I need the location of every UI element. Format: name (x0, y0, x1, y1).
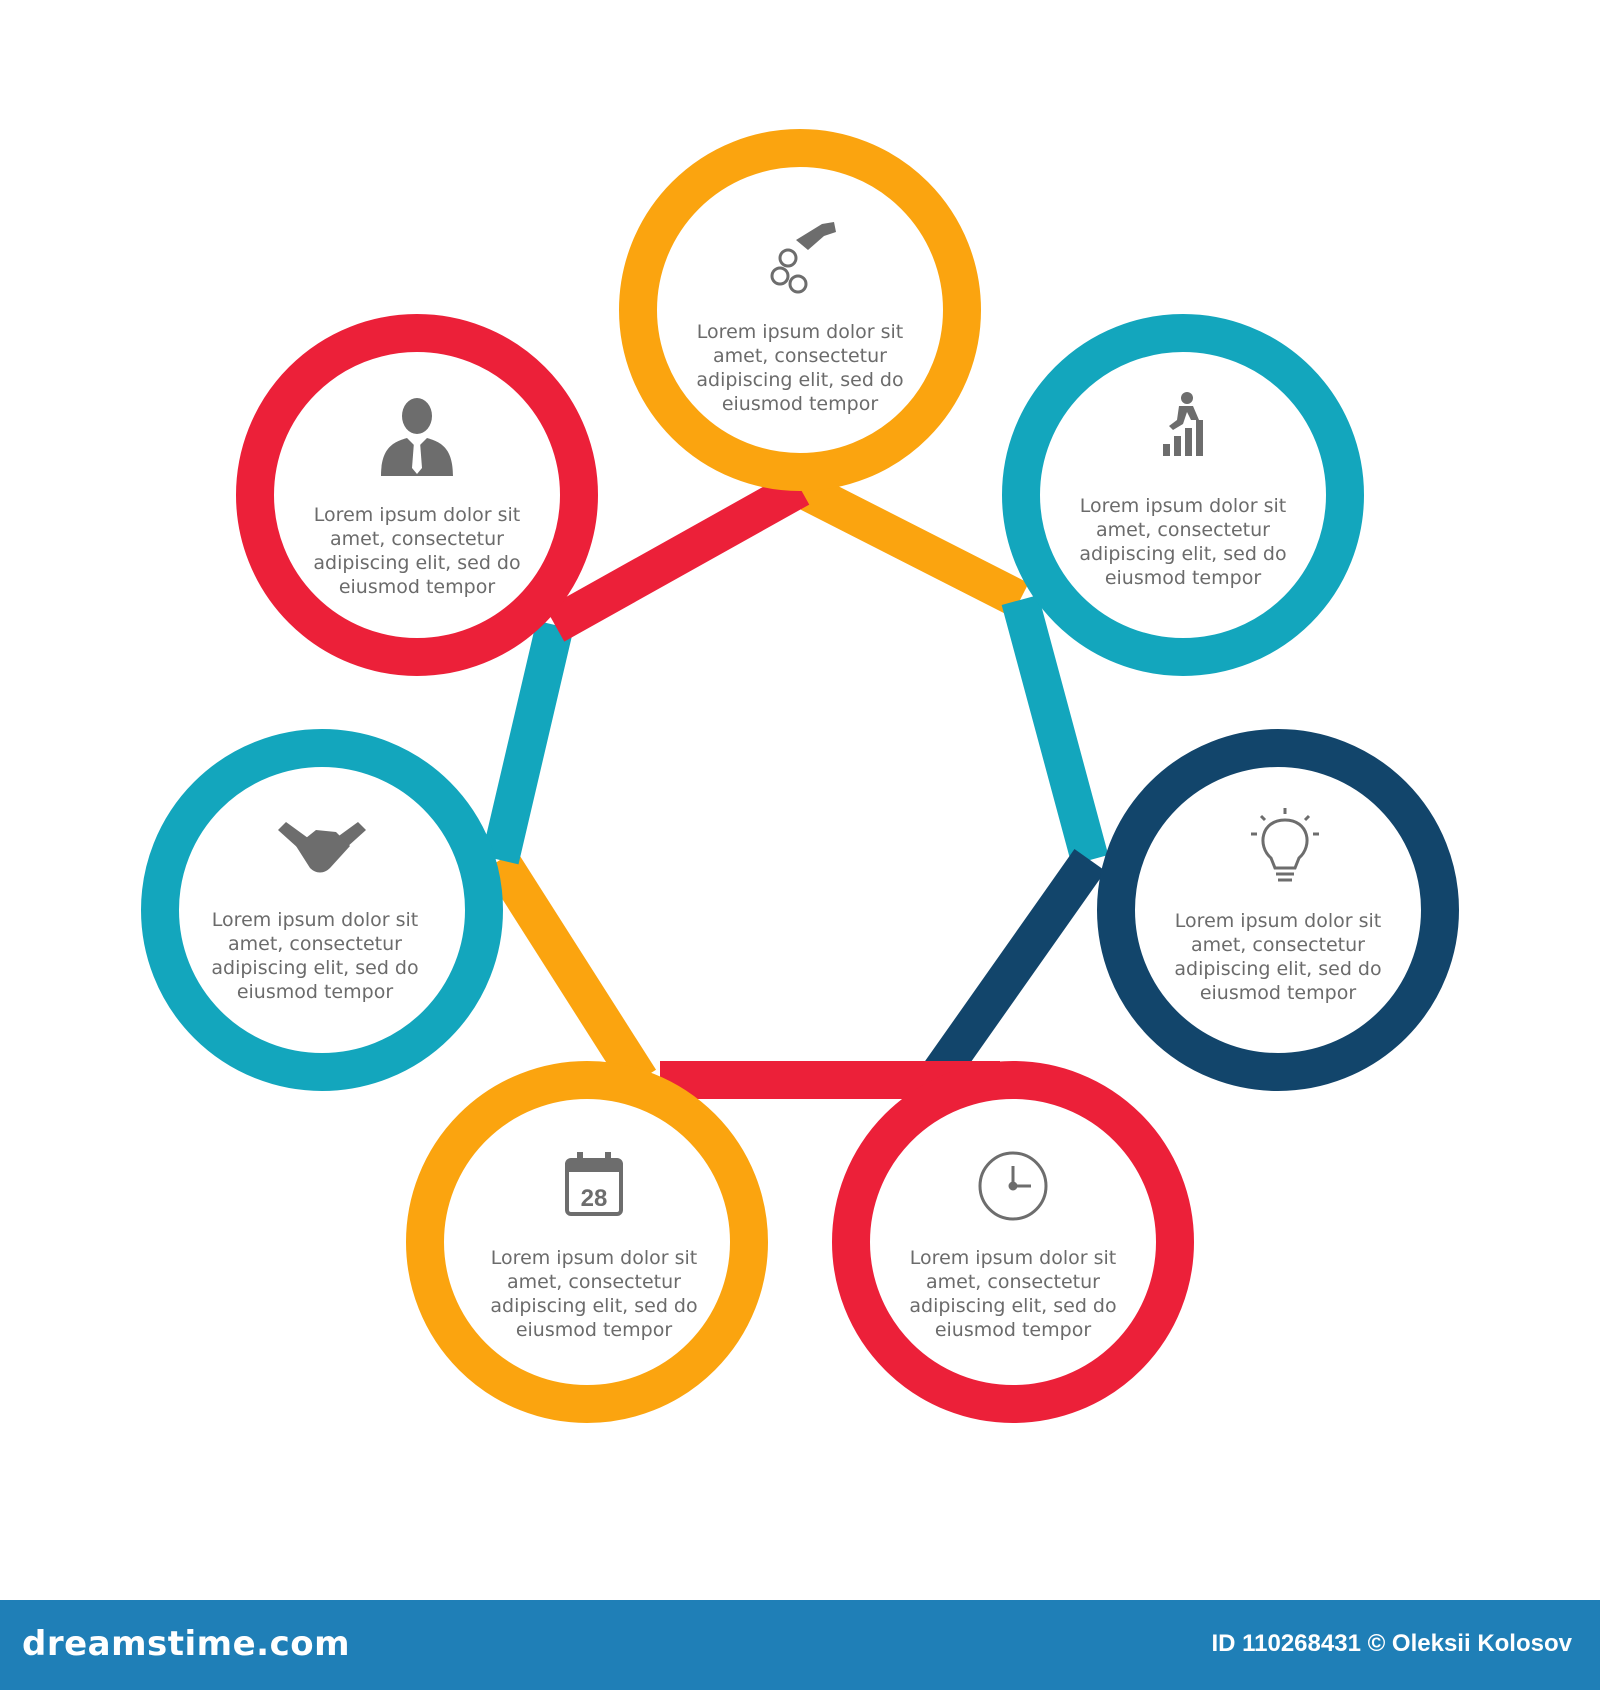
footer-brand[interactable]: dreamstime.com (22, 1624, 351, 1664)
connector-left-to-upper-left (481, 620, 574, 865)
loop-ring-upper-left (236, 314, 598, 676)
businessman-icon (381, 398, 453, 476)
connector-upper-right-to-right (1001, 595, 1109, 865)
connector-right-to-bottom (919, 849, 1106, 1091)
hand-gears-icon (770, 222, 836, 294)
loop-diagram: 28 (141, 129, 1459, 1423)
loop-ring-upper-right (1002, 314, 1364, 676)
growth-chart-icon (1163, 392, 1203, 456)
handshake-icon (278, 822, 366, 873)
connector-top-to-upper-right (791, 471, 1029, 617)
loop-ring-left (141, 729, 503, 1091)
calendar-day: 28 (581, 1185, 608, 1212)
lightbulb-icon (1251, 808, 1319, 882)
calendar-icon: 28 (565, 1152, 623, 1216)
footer-credit: ID 110268431 © Oleksii Kolosov (1211, 1630, 1572, 1657)
connector-bottom-left-to-left (483, 849, 657, 1091)
footer-bar: dreamstime.com ID 110268431 © Oleksii Ko… (0, 1600, 1600, 1690)
loop-ring-top (619, 129, 981, 491)
clock-icon (978, 1151, 1048, 1221)
loop-ring-right (1097, 729, 1459, 1091)
connector-upper-left-to-top (545, 471, 810, 642)
loop-ring-bottom-left (406, 1061, 768, 1423)
loop-ring-bottom-right (832, 1061, 1194, 1423)
